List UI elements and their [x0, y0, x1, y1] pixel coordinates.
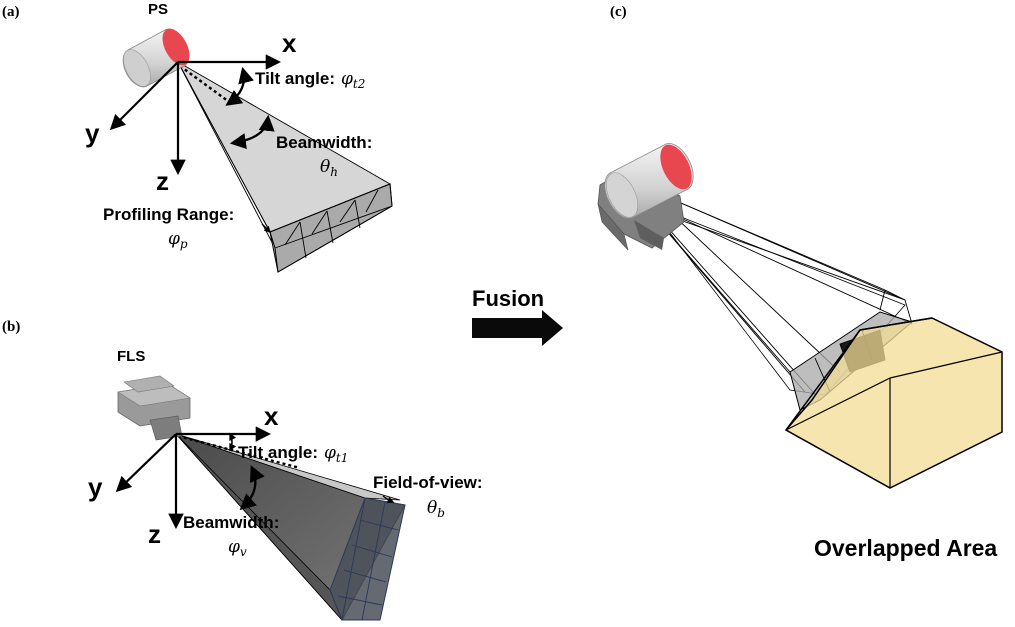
ps-beamwidth-symbol: θh — [320, 157, 338, 179]
panel-b-label: (b) — [2, 319, 20, 335]
fls-tilt-arrow — [229, 432, 237, 452]
fls-axis-z: z — [148, 519, 161, 549]
ps-beamwidth-label: Beamwidth: — [276, 133, 372, 152]
fusion-arrow-icon — [472, 310, 563, 346]
ps-axis-y: y — [85, 118, 100, 148]
ps-sensor-body — [122, 28, 190, 88]
fls-sensor-name: FLS — [117, 348, 145, 365]
fls-beamwidth-label: Beamwidth: — [183, 513, 279, 532]
fls-fov-label: Field-of-view: — [373, 473, 483, 492]
ps-profiling-symbol: φp — [168, 229, 188, 251]
fusion-label: Fusion — [472, 286, 544, 311]
ps-tilt-arrow — [225, 66, 254, 106]
panel-b: (b) FLS x — [2, 319, 483, 621]
ps-profiling-label: Profiling Range: — [103, 205, 234, 224]
fls-axes — [115, 426, 272, 530]
fls-axis-y: y — [88, 472, 103, 502]
panel-a: (a) PS — [2, 1, 393, 273]
panel-c-label: (c) — [610, 4, 627, 20]
panel-c: (c) — [597, 4, 1003, 561]
ps-beamwidth-arrow — [229, 114, 275, 150]
ps-axis-x: x — [282, 28, 297, 58]
ps-tilt-label: Tilt angle:φt2 — [255, 69, 365, 91]
overlapped-area-label: Overlapped Area — [814, 535, 997, 561]
overlap-region — [784, 317, 1003, 489]
ps-axis-z: z — [156, 166, 169, 196]
fls-fov-symbol: θb — [427, 498, 445, 520]
fls-sensor-body — [117, 375, 191, 441]
fls-tilt-label: Tilt angle:φt1 — [238, 443, 348, 465]
fusion-arrow-group: Fusion — [472, 286, 563, 346]
fls-beamwidth-symbol: φv — [228, 537, 247, 559]
ps-axes — [109, 54, 282, 176]
combined-sensor-body — [597, 143, 694, 251]
ps-sensor-name: PS — [148, 1, 168, 18]
ps-beam — [176, 60, 393, 273]
fls-beamwidth-arrow — [239, 465, 265, 511]
fls-axis-x: x — [264, 401, 279, 431]
ps-profiling-arrow — [261, 223, 271, 233]
fls-fov-arrow — [382, 495, 395, 504]
panel-a-label: (a) — [2, 4, 20, 20]
